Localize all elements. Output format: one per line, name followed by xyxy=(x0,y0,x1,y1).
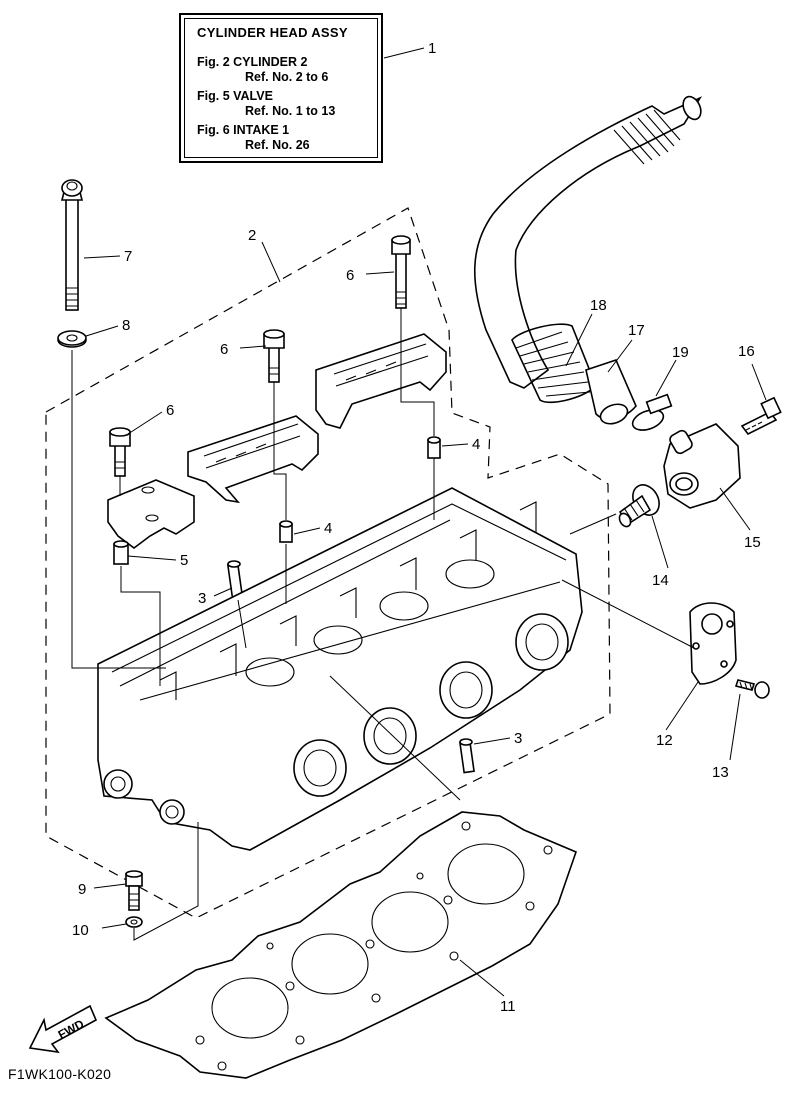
legend-fig-6: Fig. 6 INTAKE 1 xyxy=(197,123,290,137)
legend-ref-2: Ref. No. 2 to 6 xyxy=(245,70,329,84)
legend-ref-5: Ref. No. 1 to 13 xyxy=(245,104,336,118)
callout-14: 14 xyxy=(652,572,669,589)
callout-2: 2 xyxy=(248,227,256,244)
head-gasket xyxy=(104,811,578,1079)
callout-1: 1 xyxy=(428,40,436,57)
dowel-pin-4-right xyxy=(427,436,441,459)
bolt-6-upper xyxy=(391,235,411,309)
callout-6-middle: 6 xyxy=(220,341,228,358)
exhaust-ports xyxy=(293,613,569,797)
callout-4-upper: 4 xyxy=(472,436,480,453)
callout-7: 7 xyxy=(124,248,132,265)
camshaft-cap-upper xyxy=(315,333,447,429)
gasket-bolt-holes xyxy=(195,821,553,1071)
washer-8 xyxy=(57,330,87,348)
callout-3-lower: 3 xyxy=(514,730,522,747)
legend-fig-2: Fig. 2 CYLINDER 2 xyxy=(197,55,308,69)
dowel-pin-4-left xyxy=(279,520,293,543)
legend-box: CYLINDER HEAD ASSY Fig. 2 CYLINDER 2 Ref… xyxy=(179,13,383,163)
hose-corrugation-lower xyxy=(511,323,597,404)
callout-4-lower: 4 xyxy=(324,520,332,537)
pin-3-upper xyxy=(226,560,244,600)
head-bolt-7 xyxy=(60,179,84,311)
legend-ref-6: Ref. No. 26 xyxy=(245,138,310,152)
callout-15: 15 xyxy=(744,534,761,551)
callout-8: 8 xyxy=(122,317,130,334)
cover-plate xyxy=(689,602,737,685)
callout-6-left: 6 xyxy=(166,402,174,419)
cylinder-head xyxy=(97,487,583,851)
screw-13 xyxy=(734,679,770,699)
callout-12: 12 xyxy=(656,732,673,749)
callout-9: 9 xyxy=(78,881,86,898)
callout-11: 11 xyxy=(500,998,516,1015)
callout-5: 5 xyxy=(180,552,188,569)
washer-10 xyxy=(125,916,143,928)
cam-bearing-cutouts xyxy=(245,559,495,687)
camshaft-cap-middle xyxy=(187,415,319,504)
legend-inner-frame xyxy=(184,18,378,158)
callout-19: 19 xyxy=(672,344,689,361)
intake-hose xyxy=(474,95,703,425)
assembly-outline-dashed xyxy=(45,207,611,919)
callout-3-upper: 3 xyxy=(198,590,206,607)
bolt-6-left xyxy=(109,427,131,477)
legend-fig-5: Fig. 5 VALVE xyxy=(197,89,273,103)
callout-labels: 1 2 3 3 4 4 5 6 6 6 7 8 9 10 11 12 13 14… xyxy=(72,40,761,1015)
bolt-6-middle xyxy=(263,329,285,383)
callout-leaders xyxy=(83,47,767,997)
thermostat xyxy=(618,484,660,528)
camshaft-cap-small xyxy=(107,479,195,549)
pin-3-lower xyxy=(459,738,475,774)
hose-corrugation-upper xyxy=(613,109,681,165)
figure-code: F1WK100-K020 xyxy=(8,1066,112,1082)
callout-18: 18 xyxy=(590,297,607,314)
callout-10: 10 xyxy=(72,922,89,939)
dowel-pin-5 xyxy=(113,540,129,565)
assembly-guide-lines xyxy=(71,308,695,941)
legend-title: CYLINDER HEAD ASSY xyxy=(197,25,348,40)
fwd-arrow: FWD xyxy=(28,1004,98,1054)
bolt-16 xyxy=(740,396,782,436)
callout-16: 16 xyxy=(738,343,755,360)
bolt-9 xyxy=(125,870,143,911)
thermostat-housing xyxy=(663,423,741,509)
callout-13: 13 xyxy=(712,764,729,781)
callout-17: 17 xyxy=(628,322,645,339)
callout-6-upper: 6 xyxy=(346,267,354,284)
hose-clamp xyxy=(631,393,673,431)
